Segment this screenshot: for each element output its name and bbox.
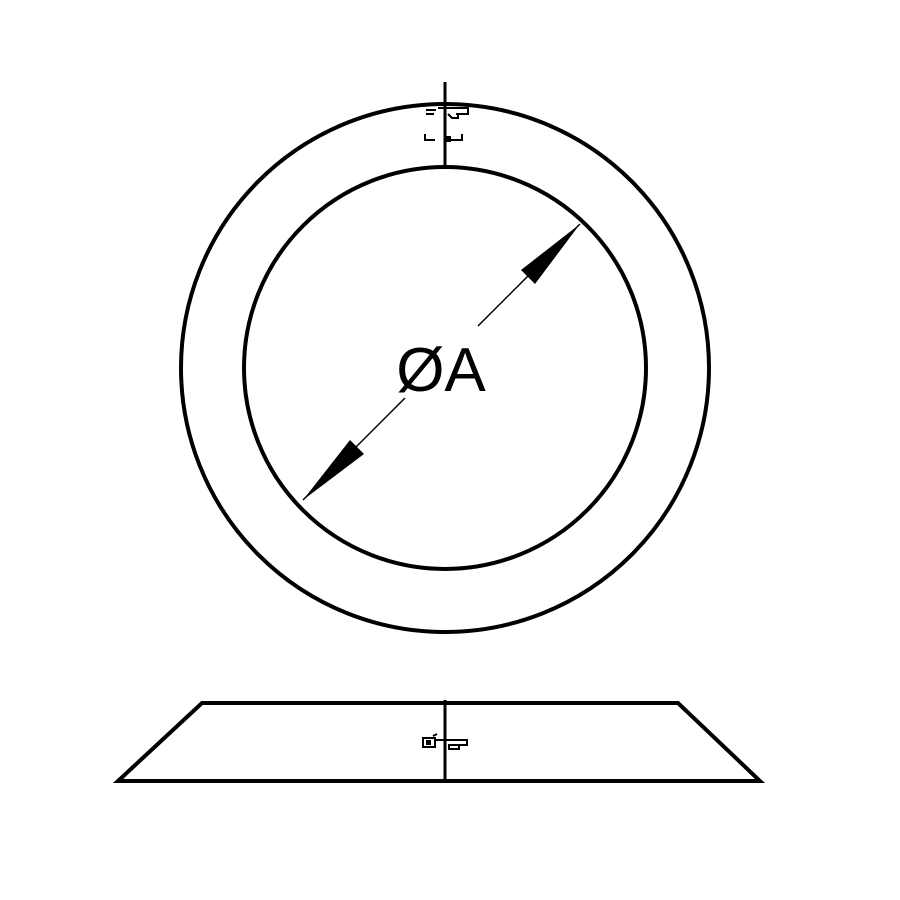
- arrowhead-lower: [303, 440, 364, 500]
- diameter-label: ØA: [396, 336, 486, 405]
- hinge-symbol-side: [422, 733, 468, 750]
- hinge-symbol-top: [424, 107, 469, 142]
- arrowhead-upper: [521, 224, 580, 284]
- inner-circle: [242, 165, 648, 571]
- side-view-trapezoid: [112, 701, 766, 783]
- diameter-dimension: ØA: [302, 223, 581, 501]
